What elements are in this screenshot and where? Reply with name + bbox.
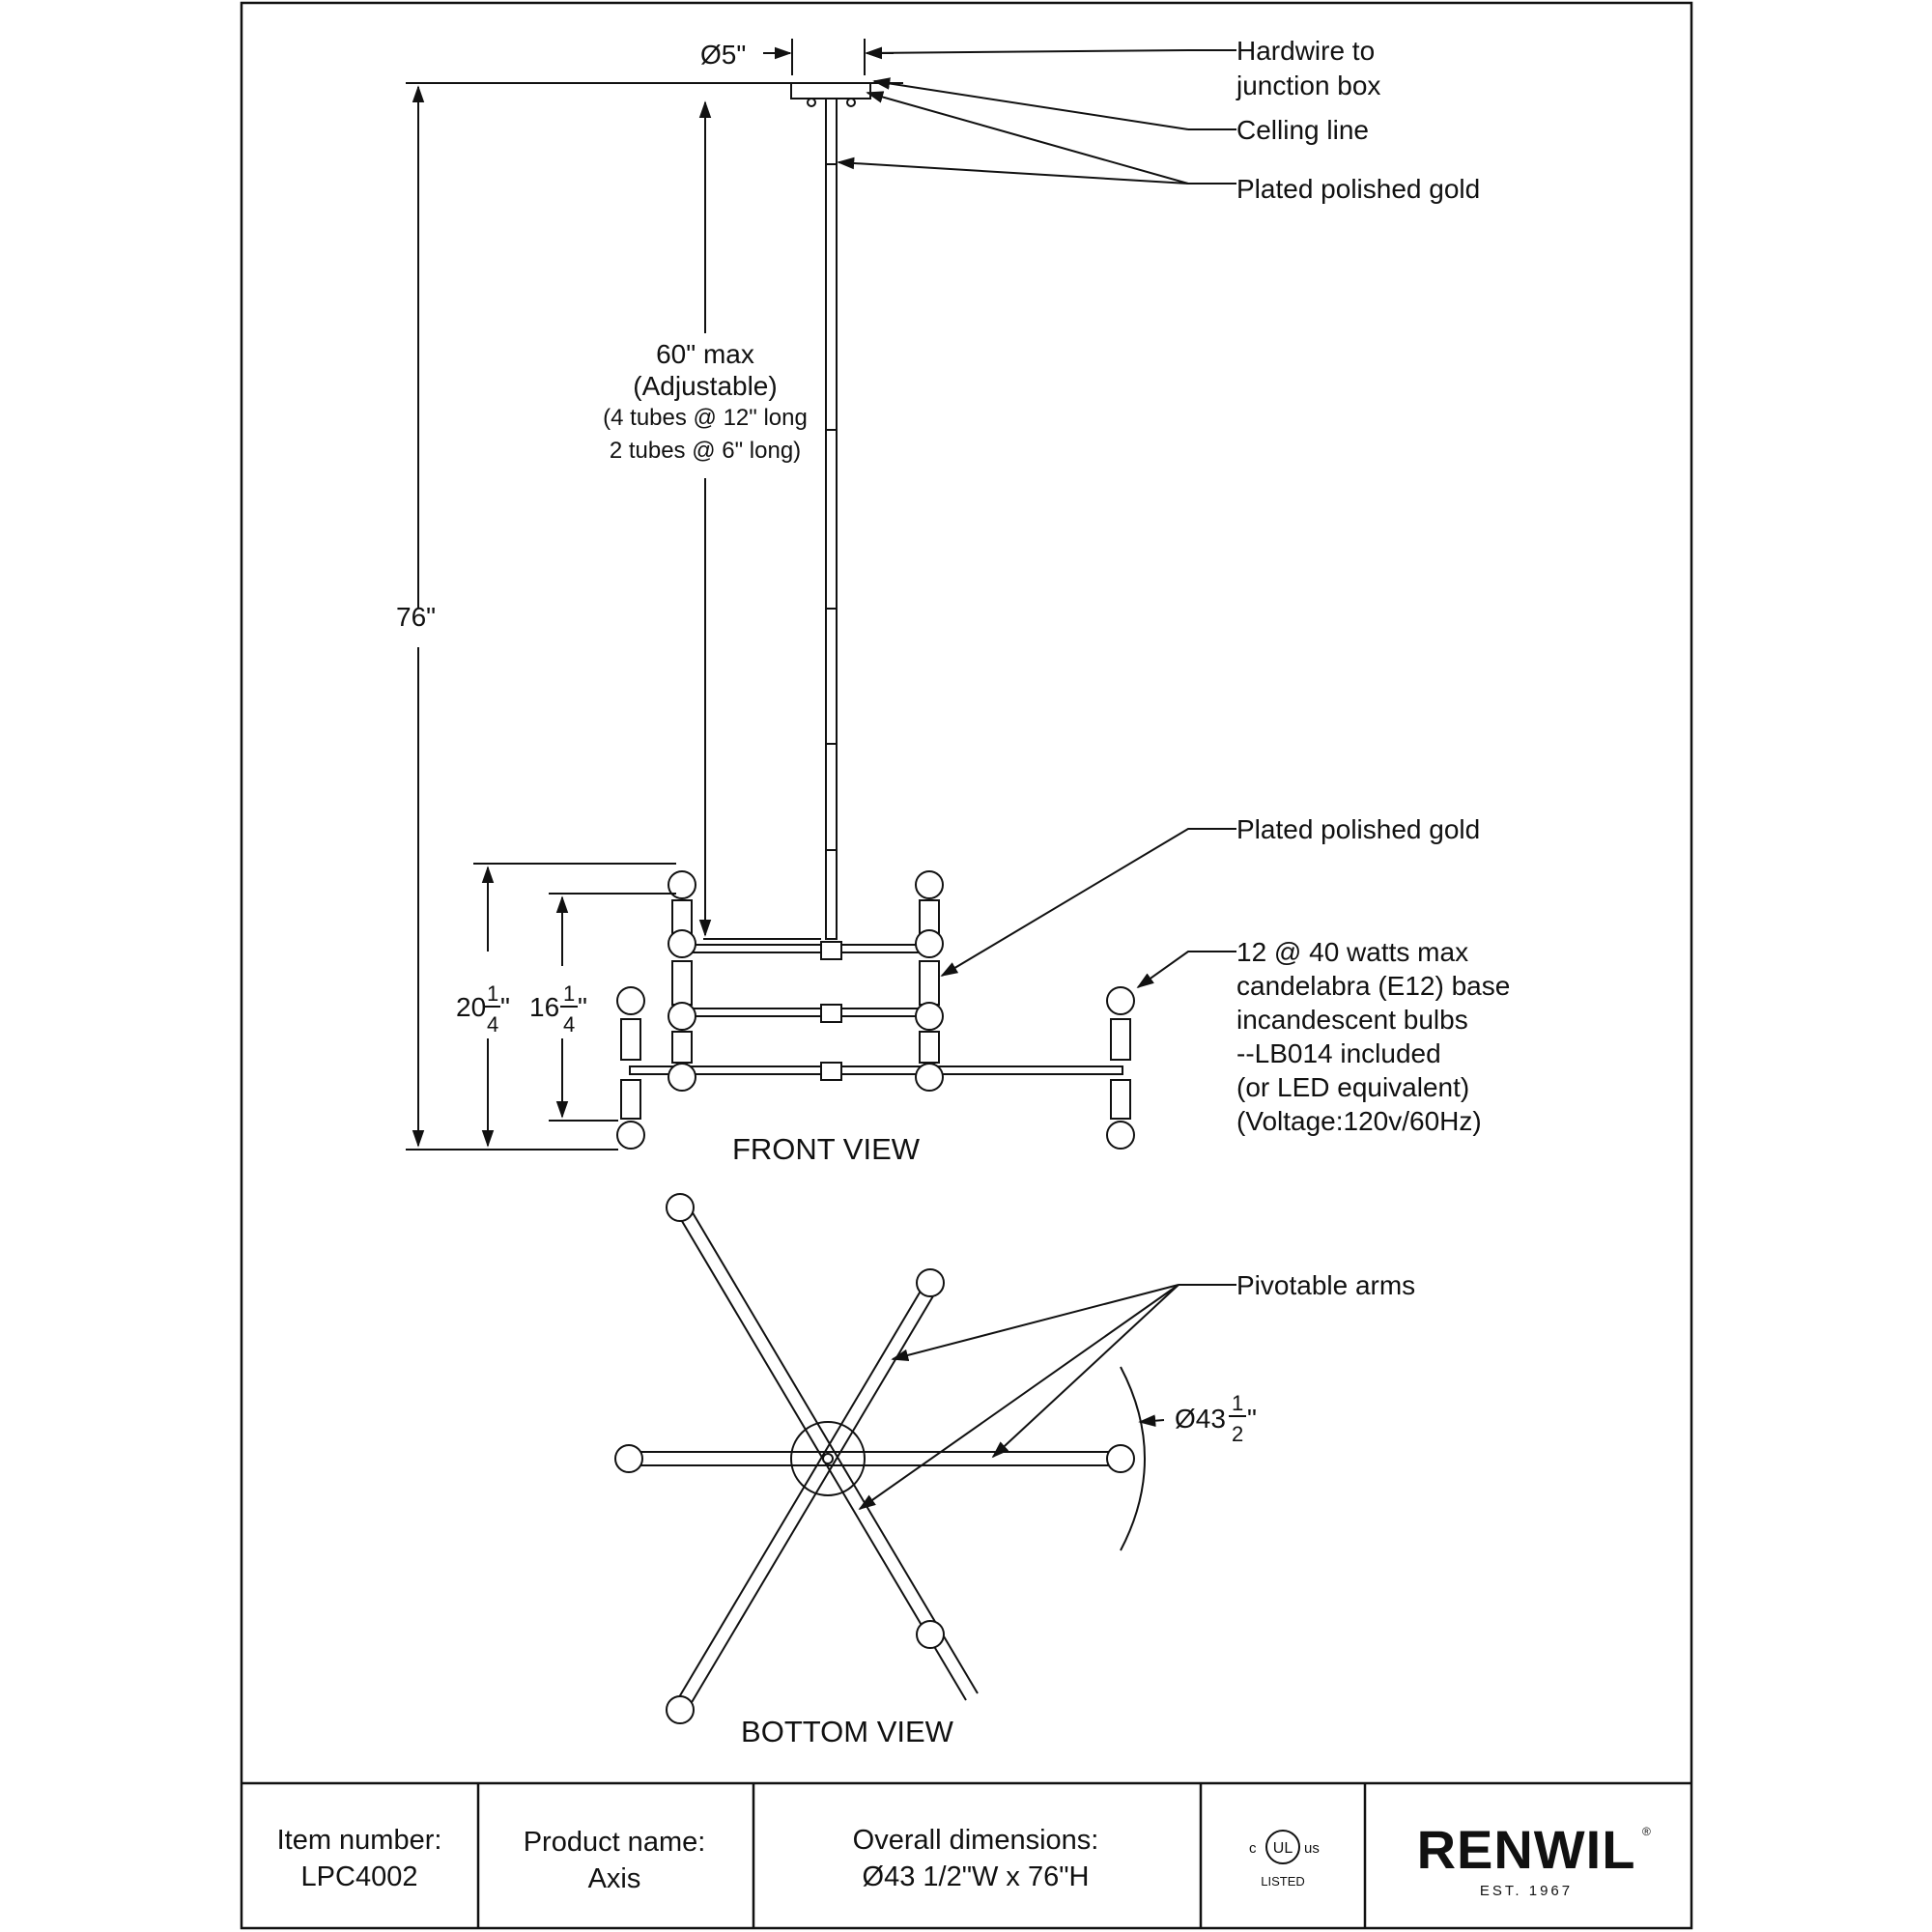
- svg-text:1: 1: [563, 981, 575, 1006]
- svg-text:4: 4: [487, 1012, 498, 1037]
- dim-canopy-diameter: Ø5": [700, 40, 746, 70]
- drawing-border: [240, 1, 1693, 1930]
- bulb: [1106, 986, 1135, 1015]
- callout-bulbs: incandescent bulbs: [1236, 1005, 1468, 1035]
- ul-listed-icon: c UL us LISTED: [1249, 1830, 1320, 1889]
- stem: [825, 98, 838, 940]
- bulbs: [616, 870, 1135, 1150]
- frame-rails: [629, 944, 1123, 1075]
- overall-dimensions-label: Overall dimensions:: [853, 1825, 1099, 1856]
- svg-text:c: c: [1249, 1840, 1257, 1857]
- dim-stem-note: (Adjustable): [633, 371, 777, 401]
- canopy: [790, 82, 871, 99]
- front-view: [406, 39, 1236, 1151]
- stem-joints: [820, 941, 842, 1081]
- svg-text:20: 20: [456, 992, 486, 1022]
- callout-pivotable-arms: Pivotable arms: [1236, 1270, 1415, 1300]
- product-name-value: Axis: [588, 1863, 641, 1894]
- dim-overall-height: 76": [396, 602, 436, 632]
- svg-text:UL: UL: [1273, 1840, 1293, 1857]
- callout-bulbs: (or LED equivalent): [1236, 1072, 1469, 1102]
- item-number-value: LPC4002: [301, 1861, 418, 1892]
- dim-body-height: 20 1 4 ": [456, 981, 510, 1037]
- svg-text:us: us: [1304, 1840, 1320, 1857]
- callout-hardwire: junction box: [1236, 71, 1380, 100]
- renwil-logo: RENWIL ® EST. 1967: [1417, 1819, 1651, 1899]
- svg-text:": ": [1247, 1404, 1257, 1434]
- center-hub: [790, 1421, 866, 1496]
- svg-text:Ø43: Ø43: [1175, 1404, 1226, 1434]
- svg-text:4: 4: [563, 1012, 575, 1037]
- callout-hardwire: Hardwire to: [1236, 36, 1375, 66]
- front-view-callouts: Hardwire to junction box Celling line Pl…: [1236, 36, 1510, 1136]
- bulb: [1106, 1121, 1135, 1150]
- callout-bulbs: 12 @ 40 watts max: [1236, 937, 1468, 967]
- dim-stem-max: 60" max: [656, 339, 754, 369]
- callout-bulbs: --LB014 included: [1236, 1038, 1441, 1068]
- svg-text:®: ®: [1642, 1825, 1651, 1838]
- bulb: [915, 929, 944, 958]
- svg-text:2: 2: [1232, 1422, 1243, 1446]
- diameter-arc: [1120, 1366, 1146, 1551]
- bulb: [916, 1268, 945, 1297]
- bulb: [1106, 1444, 1135, 1473]
- dim-stem-note: (4 tubes @ 12" long: [603, 405, 808, 431]
- svg-text:LISTED: LISTED: [1261, 1874, 1305, 1889]
- bulb: [616, 986, 645, 1015]
- overall-dimensions-value: Ø43 1/2"W x 76"H: [863, 1861, 1090, 1892]
- title-block: [242, 1781, 1691, 1928]
- svg-text:1: 1: [1232, 1391, 1243, 1415]
- bottom-view-label: BOTTOM VIEW: [741, 1715, 954, 1748]
- dim-fixture-diameter: Ø43 1 2 ": [1175, 1391, 1257, 1446]
- callout-bulbs: (Voltage:120v/60Hz): [1236, 1106, 1482, 1136]
- bulb: [916, 1620, 945, 1649]
- dim-inner-height: 16 1 4 ": [529, 981, 587, 1037]
- bulb: [668, 1063, 696, 1092]
- bulb: [915, 1063, 944, 1092]
- product-name-label: Product name:: [524, 1827, 706, 1858]
- svg-text:1: 1: [487, 981, 498, 1006]
- svg-text:EST. 1967: EST. 1967: [1480, 1883, 1573, 1899]
- arm: [675, 1287, 935, 1710]
- arm: [675, 1204, 979, 1701]
- bulb: [616, 1121, 645, 1150]
- bottom-view: [614, 1193, 1236, 1724]
- bulb: [668, 929, 696, 958]
- callout-ceiling-line: Celling line: [1236, 115, 1369, 145]
- bulb: [666, 1695, 695, 1724]
- callout-bulbs: candelabra (E12) base: [1236, 971, 1510, 1001]
- bulb: [668, 1002, 696, 1031]
- callout-finish-body: Plated polished gold: [1236, 814, 1480, 844]
- bulb: [668, 870, 696, 899]
- svg-text:16: 16: [529, 992, 559, 1022]
- candle-sleeves: [620, 899, 1131, 1120]
- svg-text:": ": [500, 992, 510, 1022]
- front-view-label: FRONT VIEW: [732, 1132, 921, 1166]
- bulb: [666, 1193, 695, 1222]
- item-number-label: Item number:: [277, 1825, 442, 1856]
- svg-text:": ": [578, 992, 587, 1022]
- bulb: [614, 1444, 643, 1473]
- bulb: [915, 1002, 944, 1031]
- dim-stem-note: 2 tubes @ 6" long): [610, 438, 801, 464]
- bottom-bulbs: [614, 1193, 1135, 1724]
- bulb: [915, 870, 944, 899]
- svg-text:RENWIL: RENWIL: [1417, 1819, 1636, 1880]
- callout-finish-stem: Plated polished gold: [1236, 174, 1480, 204]
- arm: [638, 1451, 1117, 1466]
